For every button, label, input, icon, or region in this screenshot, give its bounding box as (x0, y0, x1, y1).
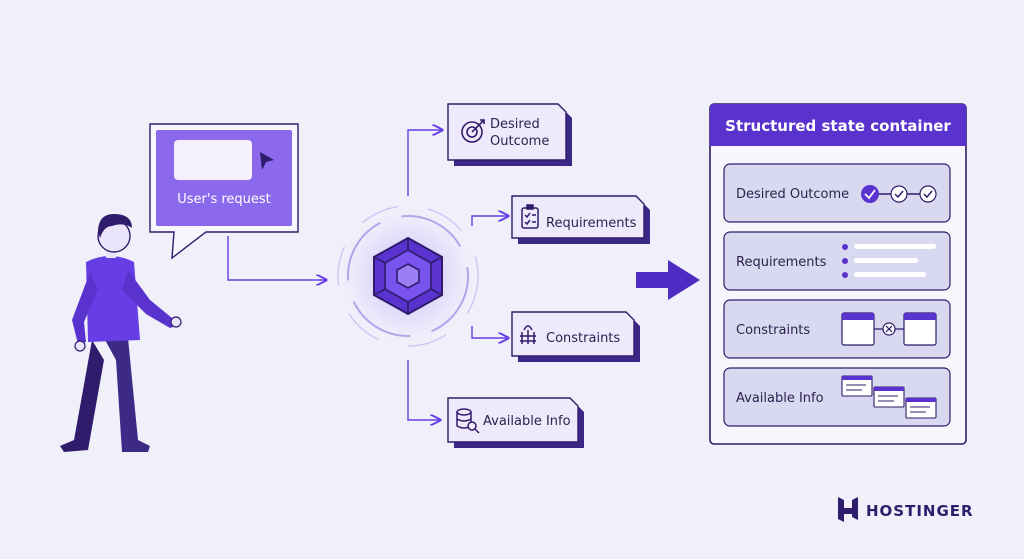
request-speech-bubble: User's request (149, 123, 299, 260)
intent-label-desired-outcome: Desired (490, 117, 540, 132)
user-figure (60, 214, 182, 452)
intent-card-desired-outcome: Desired Outcome (447, 103, 572, 166)
intent-label-constraints: Constraints (546, 331, 620, 346)
state-container: Structured state container Desired Outco… (709, 103, 967, 445)
state-section-label: Requirements (736, 255, 827, 270)
processing-hub (334, 202, 482, 350)
flow-arrow-icon (636, 260, 700, 300)
state-section-label: Constraints (736, 323, 810, 338)
request-label: User's request (177, 192, 271, 207)
clipboard-checklist-icon (521, 204, 539, 229)
connector-request-to-hub (227, 236, 326, 280)
check-steps-icon (861, 185, 937, 203)
document-cards-icon (841, 375, 937, 419)
blocked-windows-icon (841, 312, 937, 346)
database-search-icon (456, 408, 480, 434)
target-icon (461, 119, 485, 143)
state-section-label: Desired Outcome (736, 187, 849, 202)
lock-fence-icon (520, 325, 536, 344)
intent-label-requirements: Requirements (546, 216, 637, 231)
state-section-requirements: Requirements (723, 231, 951, 291)
cursor-pointer-icon (260, 152, 274, 170)
hostinger-brand: HOSTINGER (838, 497, 974, 522)
state-section-constraints: Constraints (723, 299, 951, 359)
request-input-box (174, 140, 252, 180)
intent-card-available-info: Available Info (447, 397, 584, 448)
state-container-title: Structured state container (725, 117, 951, 135)
state-section-label: Available Info (736, 391, 824, 406)
brand-name: HOSTINGER (866, 502, 974, 520)
state-section-available-info: Available Info (723, 367, 951, 427)
hexagon-cluster-icon (373, 236, 443, 316)
hostinger-logo-icon (838, 497, 858, 522)
intent-label-available-info: Available Info (483, 414, 571, 429)
intent-label-desired-outcome-line2: Outcome (490, 134, 549, 149)
hub-connectors (407, 130, 508, 420)
state-section-desired-outcome: Desired Outcome (723, 163, 951, 223)
intent-card-requirements: Requirements (511, 195, 650, 244)
bullet-list-icon (842, 244, 936, 278)
intent-card-constraints: Constraints (511, 311, 640, 362)
